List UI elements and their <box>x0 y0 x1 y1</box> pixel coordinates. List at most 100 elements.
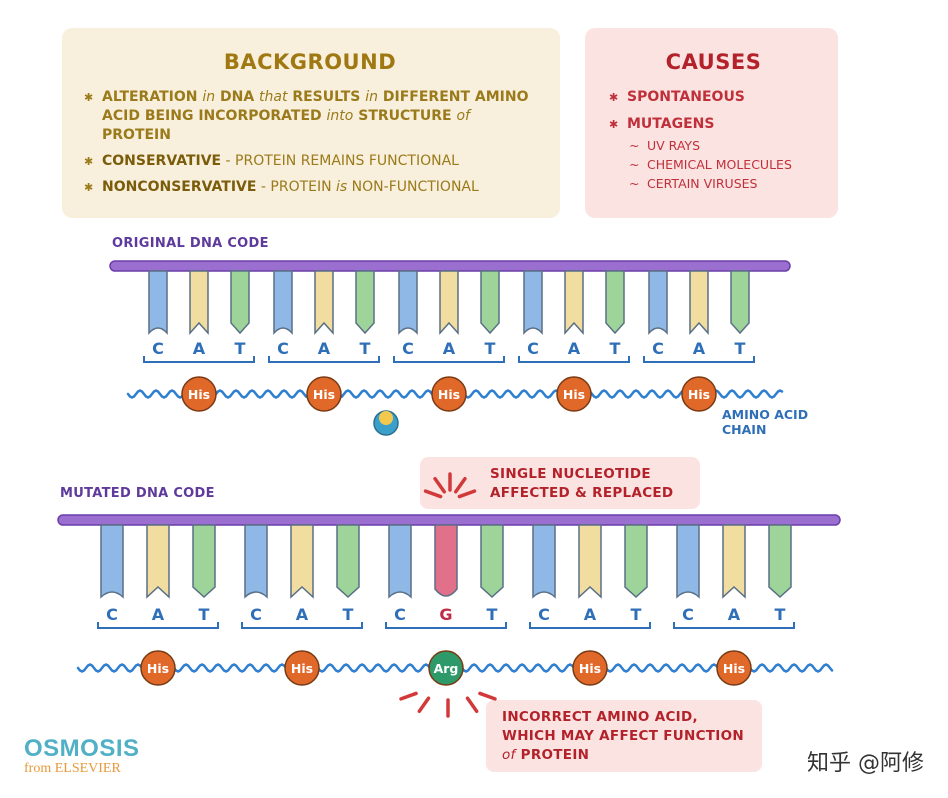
mutagen-chemical-molecules: CHEMICAL MOLECULES <box>627 155 818 174</box>
mutated-base-4-0 <box>676 524 700 599</box>
original-base-3-0 <box>523 270 543 335</box>
amino-acid-note: INCORRECT AMINO ACID, WHICH MAY AFFECT F… <box>486 700 762 772</box>
mutated-amino-label-0: His <box>147 661 169 676</box>
background-item-nonconservative: NONCONSERVATIVE - PROTEIN is NON-FUNCTIO… <box>84 178 536 197</box>
mutated-base-2-2 <box>480 524 504 599</box>
original-codon-bracket-4 <box>643 356 755 363</box>
mutated-amino-2 <box>428 650 464 686</box>
mutated-base-4-2 <box>768 524 792 599</box>
mutated-base-3-1 <box>578 524 602 599</box>
amino-burst-ray-4 <box>399 691 418 701</box>
mutated-base-0-1 <box>146 524 170 599</box>
amino-burst-ray-1 <box>465 696 479 714</box>
mutated-letter-2-0: C <box>394 605 406 624</box>
original-base-2-1 <box>439 270 459 335</box>
mutated-base-2-0 <box>388 524 412 599</box>
original-base-4-1 <box>689 270 709 335</box>
mutagen-certain-viruses: CERTAIN VIRUSES <box>627 174 818 193</box>
mutated-codon-bracket-1 <box>241 622 363 629</box>
original-letter-1-1: A <box>318 339 331 358</box>
causes-title: CAUSES <box>665 50 762 74</box>
original-amino-label-4: His <box>688 387 710 402</box>
original-base-1-2 <box>355 270 375 335</box>
watermark: 知乎 @阿修 <box>807 751 924 776</box>
original-base-4-0 <box>648 270 668 335</box>
amino-burst-ray-3 <box>417 696 431 714</box>
mutated-letter-2-1: G <box>439 605 452 624</box>
original-base-0-0 <box>148 270 168 335</box>
original-amino-4 <box>681 376 717 412</box>
background-panel: BACKGROUND ALTERATION in DNA that RESULT… <box>62 28 560 218</box>
mutagen-list: UV RAYS CHEMICAL MOLECULES CERTAIN VIRUS… <box>627 136 818 193</box>
mutated-amino-label-2: Arg <box>434 661 459 676</box>
original-base-4-2 <box>730 270 750 335</box>
original-backbone <box>109 260 791 272</box>
original-letter-2-1: A <box>443 339 456 358</box>
original-amino-label-2: His <box>438 387 460 402</box>
causes-panel: CAUSES SPONTANEOUS MUTAGENS UV RAYS CHEM… <box>585 28 838 218</box>
mutated-codon-bracket-0 <box>97 622 219 629</box>
original-letter-3-0: C <box>527 339 539 358</box>
mutated-letter-3-2: T <box>631 605 642 624</box>
original-base-2-0 <box>398 270 418 335</box>
original-codon-bracket-3 <box>518 356 630 363</box>
original-codon-bracket-2 <box>393 356 505 363</box>
mutated-codon-bracket-2 <box>385 622 507 629</box>
original-base-1-1 <box>314 270 334 335</box>
original-amino-0 <box>181 376 217 412</box>
amino-burst-ray-0 <box>478 691 497 701</box>
original-letter-4-2: T <box>735 339 746 358</box>
background-item-conservative: CONSERVATIVE - PROTEIN REMAINS FUNCTIONA… <box>84 152 536 171</box>
mutated-letter-4-0: C <box>682 605 694 624</box>
nucleotide-burst-ray-1 <box>433 476 447 494</box>
nucleotide-burst-ray-0 <box>423 489 443 499</box>
mutated-letter-0-2: T <box>199 605 210 624</box>
original-base-3-1 <box>564 270 584 335</box>
mutated-base-1-0 <box>244 524 268 599</box>
mutated-base-0-2 <box>192 524 216 599</box>
original-amino-label-3: His <box>563 387 585 402</box>
mutated-letter-4-1: A <box>728 605 741 624</box>
mutated-base-0-0 <box>100 524 124 599</box>
mutated-letter-1-0: C <box>250 605 262 624</box>
cause-spontaneous: SPONTANEOUS <box>609 88 818 107</box>
mutated-dna-label: MUTATED DNA CODE <box>60 486 215 501</box>
mutated-letter-3-0: C <box>538 605 550 624</box>
mutated-amino-4 <box>716 650 752 686</box>
original-amino-label-1: His <box>313 387 335 402</box>
mutated-base-3-0 <box>532 524 556 599</box>
mutated-amino-label-4: His <box>723 661 745 676</box>
cause-mutagens: MUTAGENS UV RAYS CHEMICAL MOLECULES CERT… <box>609 115 818 193</box>
mutated-letter-2-2: T <box>487 605 498 624</box>
original-base-0-2 <box>230 270 250 335</box>
mutated-letter-1-1: A <box>296 605 309 624</box>
original-letter-0-1: A <box>193 339 206 358</box>
mutagen-uv-rays: UV RAYS <box>627 136 818 155</box>
original-letter-2-0: C <box>402 339 414 358</box>
original-base-2-2 <box>480 270 500 335</box>
original-letter-1-0: C <box>277 339 289 358</box>
mutated-codon-bracket-4 <box>673 622 795 629</box>
original-letter-3-2: T <box>610 339 621 358</box>
mutated-letter-4-2: T <box>775 605 786 624</box>
mutated-letter-0-0: C <box>106 605 118 624</box>
mutated-letter-0-1: A <box>152 605 165 624</box>
nucleotide-note: SINGLE NUCLEOTIDE AFFECTED & REPLACED <box>420 457 700 509</box>
original-base-1-0 <box>273 270 293 335</box>
background-title: BACKGROUND <box>223 50 397 74</box>
original-codon-bracket-0 <box>143 356 255 363</box>
mutated-amino-0 <box>140 650 176 686</box>
mutated-base-1-1 <box>290 524 314 599</box>
original-letter-3-1: A <box>568 339 581 358</box>
original-amino-3 <box>556 376 592 412</box>
background-item-alteration: ALTERATION in DNA that RESULTS in DIFFER… <box>84 88 536 145</box>
mutated-letter-1-2: T <box>343 605 354 624</box>
original-codon-bracket-1 <box>268 356 380 363</box>
mutated-letter-3-1: A <box>584 605 597 624</box>
background-list: ALTERATION in DNA that RESULTS in DIFFER… <box>84 88 536 197</box>
nucleotide-burst-ray-4 <box>457 489 477 499</box>
mutated-base-4-1 <box>722 524 746 599</box>
mutated-base-2-1 <box>434 524 458 597</box>
mutated-amino-label-1: His <box>291 661 313 676</box>
